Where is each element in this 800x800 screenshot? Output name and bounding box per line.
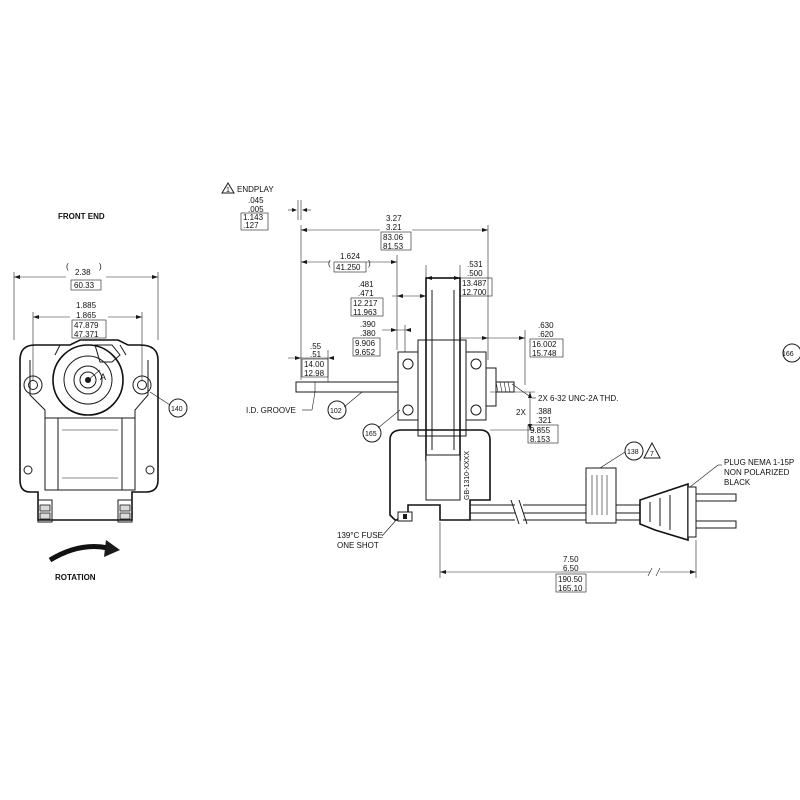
balloon-138: 138 [627, 449, 639, 456]
dim-390: .390 .380 9.906 9.652 [352, 320, 411, 357]
balloon-165: 165 [362, 409, 401, 443]
svg-text:12.217: 12.217 [353, 299, 378, 308]
svg-text:9.855: 9.855 [530, 426, 551, 435]
svg-text:): ) [368, 259, 371, 268]
svg-text:3.21: 3.21 [386, 223, 402, 232]
endplay-note: 1 ENDPLAY .045 .005 1.143 .127 [221, 182, 311, 231]
svg-text:9.906: 9.906 [355, 339, 376, 348]
part-marking: GB-1310-XXXX [464, 451, 471, 500]
endplay-label: ENDPLAY [237, 185, 274, 194]
balloon-102: 102 [330, 408, 342, 415]
front-end-view: FRONT END ( 2.38 ) 60.33 1.885 1.865 [13, 212, 188, 582]
dim-55: .55 .51 14.00 12.98 [288, 342, 334, 385]
svg-text:.620: .620 [538, 330, 554, 339]
svg-text:14.00: 14.00 [304, 360, 325, 369]
dim-238-in: 2.38 [75, 268, 91, 277]
svg-text:.388: .388 [536, 407, 552, 416]
svg-text:.51: .51 [310, 350, 322, 359]
plug-label-3: BLACK [724, 478, 751, 487]
rotation-label: ROTATION [55, 573, 96, 582]
dim-238-mm: 60.33 [74, 281, 95, 290]
id-groove-label: I.D. GROOVE [246, 406, 296, 415]
svg-text:.531: .531 [467, 260, 483, 269]
svg-text:1.624: 1.624 [340, 252, 361, 261]
svg-text:(: ( [328, 259, 331, 268]
svg-text:9.652: 9.652 [355, 348, 376, 357]
id-groove-callout: I.D. GROOVE 102 [246, 391, 363, 420]
svg-text:.321: .321 [536, 416, 552, 425]
svg-text:81.53: 81.53 [383, 242, 404, 251]
dim-630: .630 .620 16.002 15.748 [460, 321, 564, 385]
svg-text:6.50: 6.50 [563, 564, 579, 573]
fuse-label-2: ONE SHOT [337, 541, 379, 550]
dim-388: 2X .388 .321 9.855 8.153 [490, 391, 559, 444]
fuse-label-1: 139°C FUSE [337, 531, 383, 540]
lead-cord [470, 467, 737, 542]
dim-1885-b: 1.865 [76, 311, 97, 320]
dim-1885-d: 47.371 [74, 330, 99, 339]
rotor-letter: A [100, 372, 106, 382]
balloon-140: 140 [149, 391, 188, 418]
svg-text:16.002: 16.002 [532, 340, 557, 349]
endplay-flag: 1 [226, 187, 230, 194]
dim-hole-1885: 1.885 1.865 47.879 47.371 [32, 301, 143, 380]
side-view: 1 ENDPLAY .045 .005 1.143 .127 3.27 3.21 [221, 182, 800, 593]
svg-text:165.10: 165.10 [558, 584, 583, 593]
svg-text:.005: .005 [248, 205, 264, 214]
plug-callout: PLUG NEMA 1-15P NON POLARIZED BLACK [689, 458, 794, 488]
svg-text:12.98: 12.98 [304, 369, 325, 378]
svg-text:165: 165 [365, 431, 377, 438]
note-flag-7: 7 [650, 451, 654, 458]
dim-overall-327: 3.27 3.21 83.06 81.53 [300, 214, 489, 380]
svg-text:.390: .390 [360, 320, 376, 329]
svg-text:166: 166 [782, 351, 794, 358]
svg-text:.55: .55 [310, 342, 322, 351]
svg-text:1.143: 1.143 [243, 213, 264, 222]
svg-text:41.250: 41.250 [336, 263, 361, 272]
front-end-title: FRONT END [58, 212, 105, 221]
svg-text:83.06: 83.06 [383, 233, 404, 242]
motor-housing: GB-1310-XXXX [389, 429, 491, 522]
svg-text:.471: .471 [358, 289, 374, 298]
svg-text:.500: .500 [467, 269, 483, 278]
svg-text:15.748: 15.748 [532, 349, 557, 358]
svg-text:8.153: 8.153 [530, 435, 551, 444]
svg-text:3.27: 3.27 [386, 214, 402, 223]
plug-label-1: PLUG NEMA 1-15P [724, 458, 794, 467]
svg-text:.380: .380 [360, 329, 376, 338]
dim-cord-750: 7.50 6.50 190.50 165.10 [439, 522, 697, 593]
svg-text:7.50: 7.50 [563, 555, 579, 564]
svg-text:.481: .481 [358, 280, 374, 289]
svg-text:): ) [99, 262, 102, 271]
svg-text:12.700: 12.700 [462, 288, 487, 297]
dim-1885-c: 47.879 [74, 321, 99, 330]
svg-text:11.963: 11.963 [353, 308, 377, 317]
fuse-callout: 139°C FUSE ONE SHOT [337, 517, 399, 550]
cord-tag-callout: 138 7 [599, 441, 661, 469]
dim-1624: ( 1.624 41.250 ) [301, 252, 398, 350]
dim-481: .481 .471 12.217 11.963 [350, 280, 426, 317]
bearing-assembly [397, 277, 497, 461]
dim-width-238: ( 2.38 ) 60.33 [13, 262, 159, 340]
plug-label-2: NON POLARIZED [724, 468, 790, 477]
rotation-arrow: ROTATION [48, 540, 120, 582]
thread-callout: 2X 6-32 UNC-2A THD. [511, 383, 618, 403]
svg-text:(: ( [66, 262, 69, 271]
svg-text:.630: .630 [538, 321, 554, 330]
svg-text:13.487: 13.487 [462, 279, 487, 288]
svg-text:.127: .127 [243, 221, 259, 230]
svg-text:.045: .045 [248, 196, 264, 205]
balloon-166: 166 [782, 343, 800, 363]
two-x-label: 2X [516, 408, 526, 417]
dim-1885-a: 1.885 [76, 301, 97, 310]
thread-label: 2X 6-32 UNC-2A THD. [538, 394, 618, 403]
svg-text:140: 140 [171, 406, 183, 413]
front-bracket: A [19, 339, 159, 523]
svg-text:190.50: 190.50 [558, 575, 583, 584]
